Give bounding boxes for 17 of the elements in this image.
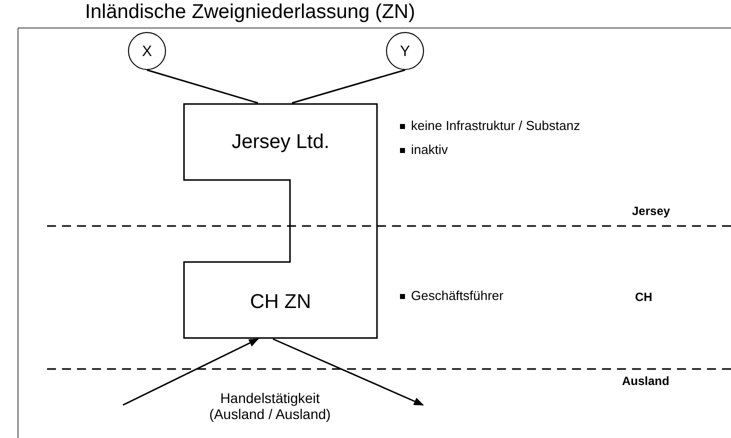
entity-name: CH ZN xyxy=(248,291,312,314)
bullet-text: Geschäftsführer xyxy=(411,288,504,303)
entity-shape xyxy=(183,103,378,339)
zone-label: Jersey xyxy=(632,204,670,218)
arrow xyxy=(272,338,424,406)
connector-line xyxy=(292,69,406,104)
bullet-text: keine Infrastruktur / Substanz xyxy=(411,118,580,133)
arrow xyxy=(122,338,259,406)
connector-line xyxy=(146,69,258,104)
zone-label: Ausland xyxy=(622,374,670,388)
circle-node: Y xyxy=(386,32,424,70)
zone-label: CH xyxy=(635,290,652,304)
activity-label: Handelstätigkeit (Ausland / Ausland) xyxy=(208,390,332,422)
entity-name: Jersey Ltd. xyxy=(230,131,330,154)
circle-node: X xyxy=(128,32,166,70)
bullet-text: inaktiv xyxy=(411,142,448,157)
title: Inländische Zweigniederlassung (ZN) xyxy=(85,1,416,24)
